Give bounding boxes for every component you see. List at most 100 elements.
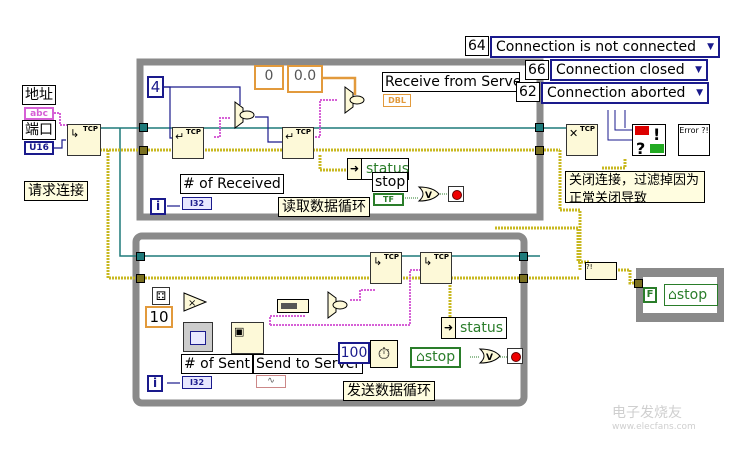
merge-errors-function[interactable]: ?! [585,262,617,280]
merge-errors-icon: ?! [586,263,593,271]
stopwatch-icon: ⏱ [377,344,391,363]
sent-count-indicator: I32 [182,376,212,389]
stop-local-variable-write[interactable]: ⌂stop [664,284,718,306]
multiplier-constant[interactable]: 10 [145,306,173,328]
simple-error-handler-vi[interactable]: Error ?! [678,124,710,156]
receive-from-server-label: Receive from Server [382,72,520,92]
receive-loop-error-tunnel-in [139,146,148,155]
receive-loop-ref-tunnel-in [139,123,148,132]
error-cluster-red-icon [635,126,649,135]
typecast-function-3[interactable] [318,290,348,320]
send-loop-ref-tunnel-in [136,252,145,261]
flatten-to-string-vi[interactable]: ▣ [231,322,264,354]
error-ring-66[interactable]: Connection closed ▼ [550,59,708,81]
house-icon: ⌂ [416,349,425,365]
question-icon: ? [636,139,646,158]
unbundle-status-node-send[interactable]: ➜ status [441,317,507,339]
exclamation-icon: ! [653,125,661,144]
double-wire [320,76,357,95]
wait-ms-function[interactable]: ⏱ [370,340,398,368]
false-constant[interactable]: F [643,287,657,303]
send-loop-comment: 发送数据循环 [343,381,435,401]
stop-local-variable-label: stop [676,287,708,303]
bytes-to-read-constant[interactable]: 4 [147,76,164,98]
tcp-read-vi-1[interactable]: TCP ↵ [172,127,204,159]
open-connection-comment: 请求连接 [24,181,88,201]
tcp-close-icon: ✕ [569,127,579,140]
wait-ms-constant[interactable]: 100 [338,342,370,364]
to-dynamic-data-vi[interactable] [183,322,213,352]
numeric-constant[interactable]: 0 [254,65,284,90]
string-length-icon [281,303,297,309]
sent-count-label: # of Sent [181,354,253,374]
error-code-66: 66 [525,60,549,80]
or-gate-icon: V [417,186,440,202]
tcp-close-connection-vi[interactable]: TCP ✕ [566,124,598,156]
sequence-error-tunnel [634,279,643,288]
error-icon: Error ?! [679,126,709,135]
error-ring-text: Connection closed [556,62,685,78]
address-control[interactable]: abc [24,107,54,120]
error-ring-text: Connection aborted [547,85,686,101]
string-length-function[interactable] [277,299,309,313]
tcp-open-connection-vi[interactable]: TCP ↳ [67,124,101,156]
received-count-indicator: I32 [182,197,212,210]
typecast-icon [234,101,255,129]
typecast-function-1[interactable] [225,100,255,130]
stop-local-variable[interactable]: ⌂stop [410,347,462,368]
dropdown-arrow-icon: ▼ [707,42,714,52]
dropdown-arrow-icon: ▼ [695,65,702,75]
receive-from-server-indicator: DBL [383,94,411,107]
unbundle-status-label: status [460,320,504,336]
send-iteration-terminal: i [147,375,163,392]
tcp-read-icon: ↵ [175,130,185,143]
multiply-function[interactable]: × [183,292,208,312]
string-wires [54,99,420,326]
error-code-62: 62 [516,82,540,102]
port-control[interactable]: U16 [24,141,54,155]
typecast-icon [344,86,365,114]
send-to-server-label: Send to Server [253,354,364,374]
tcp-read-vi-2[interactable]: TCP ↵ [282,127,314,159]
flatten-icon: ▣ [234,325,245,338]
tcp-write-icon: ↳ [423,255,433,268]
tcp-write-vi-1[interactable]: TCP ↳ [370,252,402,284]
send-loop-error-tunnel-out [519,274,528,283]
send-while-loop-frame [132,232,528,407]
or-function[interactable]: V [417,186,441,202]
typecast-function-2[interactable] [335,85,365,115]
unbundle-arrow-icon: ➜ [348,159,362,179]
send-loop-error-tunnel-in [136,274,145,283]
random-number-icon[interactable]: ⚃ [152,287,170,305]
stop-label: stop [372,172,409,192]
error-ring-wires [607,110,632,141]
error-cluster-green-icon [650,144,664,153]
send-loop-ref-tunnel-out [519,252,528,261]
receive-loop-comment: 读取数据循环 [278,197,370,217]
watermark-url: www.elecfans.com [612,422,696,432]
svg-text:×: × [188,298,196,309]
or-function-send[interactable]: V [478,348,502,364]
close-connection-comment: 关闭连接，过滤掉因为正常关闭导致 [565,171,705,203]
watermark-brand: 电子发烧友 [612,405,682,421]
stop-boolean-indicator: TF [373,193,404,206]
received-count-label: # of Received [180,174,284,194]
clear-errors-vi[interactable]: ! ? [632,124,666,158]
tcp-write-vi-2[interactable]: TCP ↳ [420,252,452,284]
error-code-64: 64 [465,36,489,56]
tcp-read-icon: ↵ [285,130,295,143]
house-icon: ⌂ [668,287,677,303]
double-constant[interactable]: 0.0 [287,65,323,93]
address-label: 地址 [22,85,56,105]
loop-condition-stop-icon-send [507,348,523,364]
watermark: 电子发烧友 www.elecfans.com [612,402,742,432]
svg-text:V: V [486,353,493,363]
loop-condition-stop-icon [448,186,464,202]
receive-while-loop-frame [136,58,544,221]
error-ring-text: Connection is not connected [496,39,696,55]
error-ring-64[interactable]: Connection is not connected ▼ [490,36,720,58]
error-ring-62[interactable]: Connection aborted ▼ [541,82,709,104]
tcp-open-icon: ↳ [70,127,80,140]
or-gate-icon: V [478,348,501,364]
